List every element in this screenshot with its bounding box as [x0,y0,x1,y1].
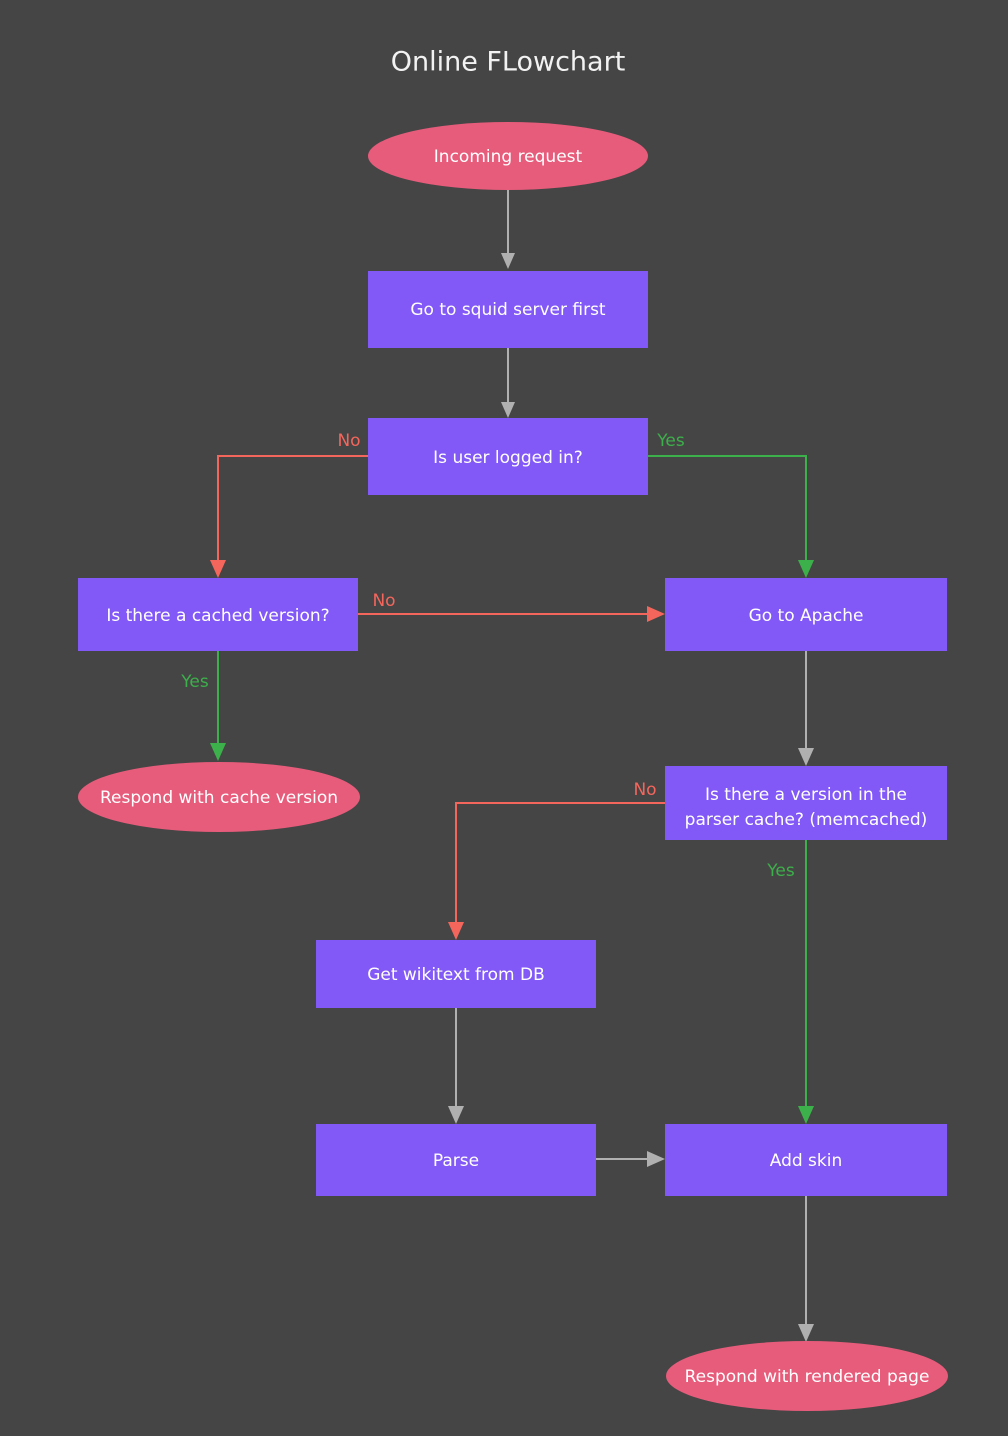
node-add-skin-label: Add skin [770,1151,843,1171]
node-respond-with-cache-version[interactable]: Respond with cache version [78,762,360,832]
node-incoming-request-shape[interactable] [368,122,648,190]
node-parse-shape[interactable] [316,1124,596,1196]
node-is-user-logged-in[interactable]: Is user logged in? [368,418,648,495]
node-is-version-in-parser-cache-label-line2: parser cache? (memcached) [685,810,928,830]
edge-label-cached-yes: Yes [180,672,209,692]
node-get-wikitext-from-db-shape[interactable] [316,940,596,1008]
node-go-to-squid[interactable]: Go to squid server first [368,271,648,348]
edge-wikitext-to-parse [448,1008,464,1124]
node-is-version-in-parser-cache[interactable]: Is there a version in the parser cache? … [665,766,947,840]
edge-cached-to-respondcache [210,651,226,761]
node-respond-with-cache-version-label: Respond with cache version [100,788,338,808]
node-add-skin-shape[interactable] [665,1124,947,1196]
edge-memcached-to-wikitext [448,802,665,940]
node-go-to-squid-shape[interactable] [368,271,648,348]
node-is-there-cached-version-shape[interactable] [78,578,358,651]
edge-memcached-to-addskin [798,840,814,1124]
edge-label-cached-no: No [372,591,395,611]
node-go-to-squid-label: Go to squid server first [410,300,606,320]
edge-parse-to-addskin [596,1151,665,1167]
node-parse[interactable]: Parse [316,1124,596,1196]
node-is-version-in-parser-cache-label-line1: Is there a version in the [705,785,907,805]
edge-apache-to-memcached [798,651,814,766]
edge-label-memcached-no: No [633,780,656,800]
node-is-there-cached-version[interactable]: Is there a cached version? [78,578,358,651]
edge-label-memcached-yes: Yes [766,861,795,881]
node-get-wikitext-from-db[interactable]: Get wikitext from DB [316,940,596,1008]
node-respond-with-rendered-page[interactable]: Respond with rendered page [666,1341,948,1411]
node-incoming-request-label: Incoming request [434,147,583,167]
node-is-user-logged-in-shape[interactable] [368,418,648,495]
edge-squid-to-loggedin [501,348,515,418]
node-is-version-in-parser-cache-shape[interactable] [665,766,947,840]
node-go-to-apache-label: Go to Apache [749,606,864,626]
edge-loggedin-to-cached [210,455,368,578]
node-parse-label: Parse [433,1151,479,1171]
node-incoming-request[interactable]: Incoming request [368,122,648,190]
edge-label-loggedin-yes: Yes [656,431,685,451]
node-respond-with-rendered-page-label: Respond with rendered page [685,1367,930,1387]
node-respond-with-cache-version-shape[interactable] [78,762,360,832]
edge-label-loggedin-no: No [337,431,360,451]
node-add-skin[interactable]: Add skin [665,1124,947,1196]
edge-loggedin-to-apache [648,455,814,578]
node-get-wikitext-from-db-label: Get wikitext from DB [367,965,545,985]
node-go-to-apache[interactable]: Go to Apache [665,578,947,651]
node-respond-with-rendered-page-shape[interactable] [666,1341,948,1411]
node-go-to-apache-shape[interactable] [665,578,947,651]
page-title: Online FLowchart [391,47,626,78]
edge-incoming-to-squid [501,190,515,269]
node-is-user-logged-in-label: Is user logged in? [433,448,583,468]
edge-addskin-to-respondpage [798,1196,814,1342]
node-is-there-cached-version-label: Is there a cached version? [106,606,329,626]
edge-cached-to-apache [358,606,665,622]
